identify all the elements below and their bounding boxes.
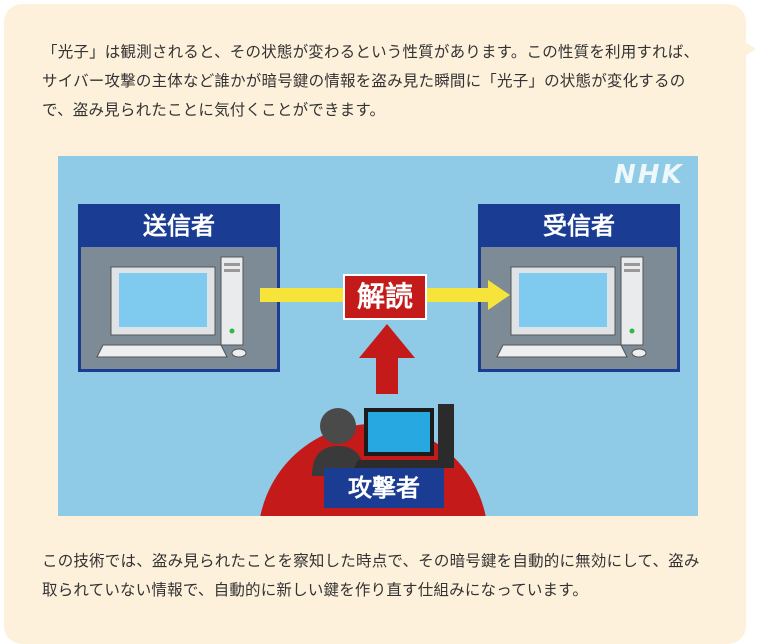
transmission-arrow-head: [488, 280, 510, 310]
sender-computer-icon: [96, 256, 247, 358]
receiver-computer-icon: [496, 256, 647, 358]
intercept-arrow: [376, 356, 398, 394]
receiver-panel: 受信者: [478, 204, 680, 372]
receiver-label: 受信者: [481, 207, 677, 247]
article-paragraph-1: 「光子」は観測されると、その状態が変わるという性質があります。この性質を利用すれ…: [42, 43, 700, 119]
speech-bubble-tail: [742, 40, 756, 58]
sender-label: 送信者: [81, 207, 277, 247]
nhk-logo: NHK: [614, 160, 684, 190]
intercept-arrow-head: [359, 324, 415, 358]
quantum-crypto-figure: NHK 送信者 受信者 解読: [58, 156, 698, 516]
decode-label: 解読: [343, 274, 427, 320]
article-paragraph-2: この技術では、盗み見られたことを察知した時点で、その暗号鍵を自動的に無効にして、…: [42, 552, 700, 599]
attacker-icon: [312, 404, 454, 476]
attacker-label: 攻撃者: [324, 468, 444, 508]
sender-panel: 送信者: [78, 204, 280, 372]
